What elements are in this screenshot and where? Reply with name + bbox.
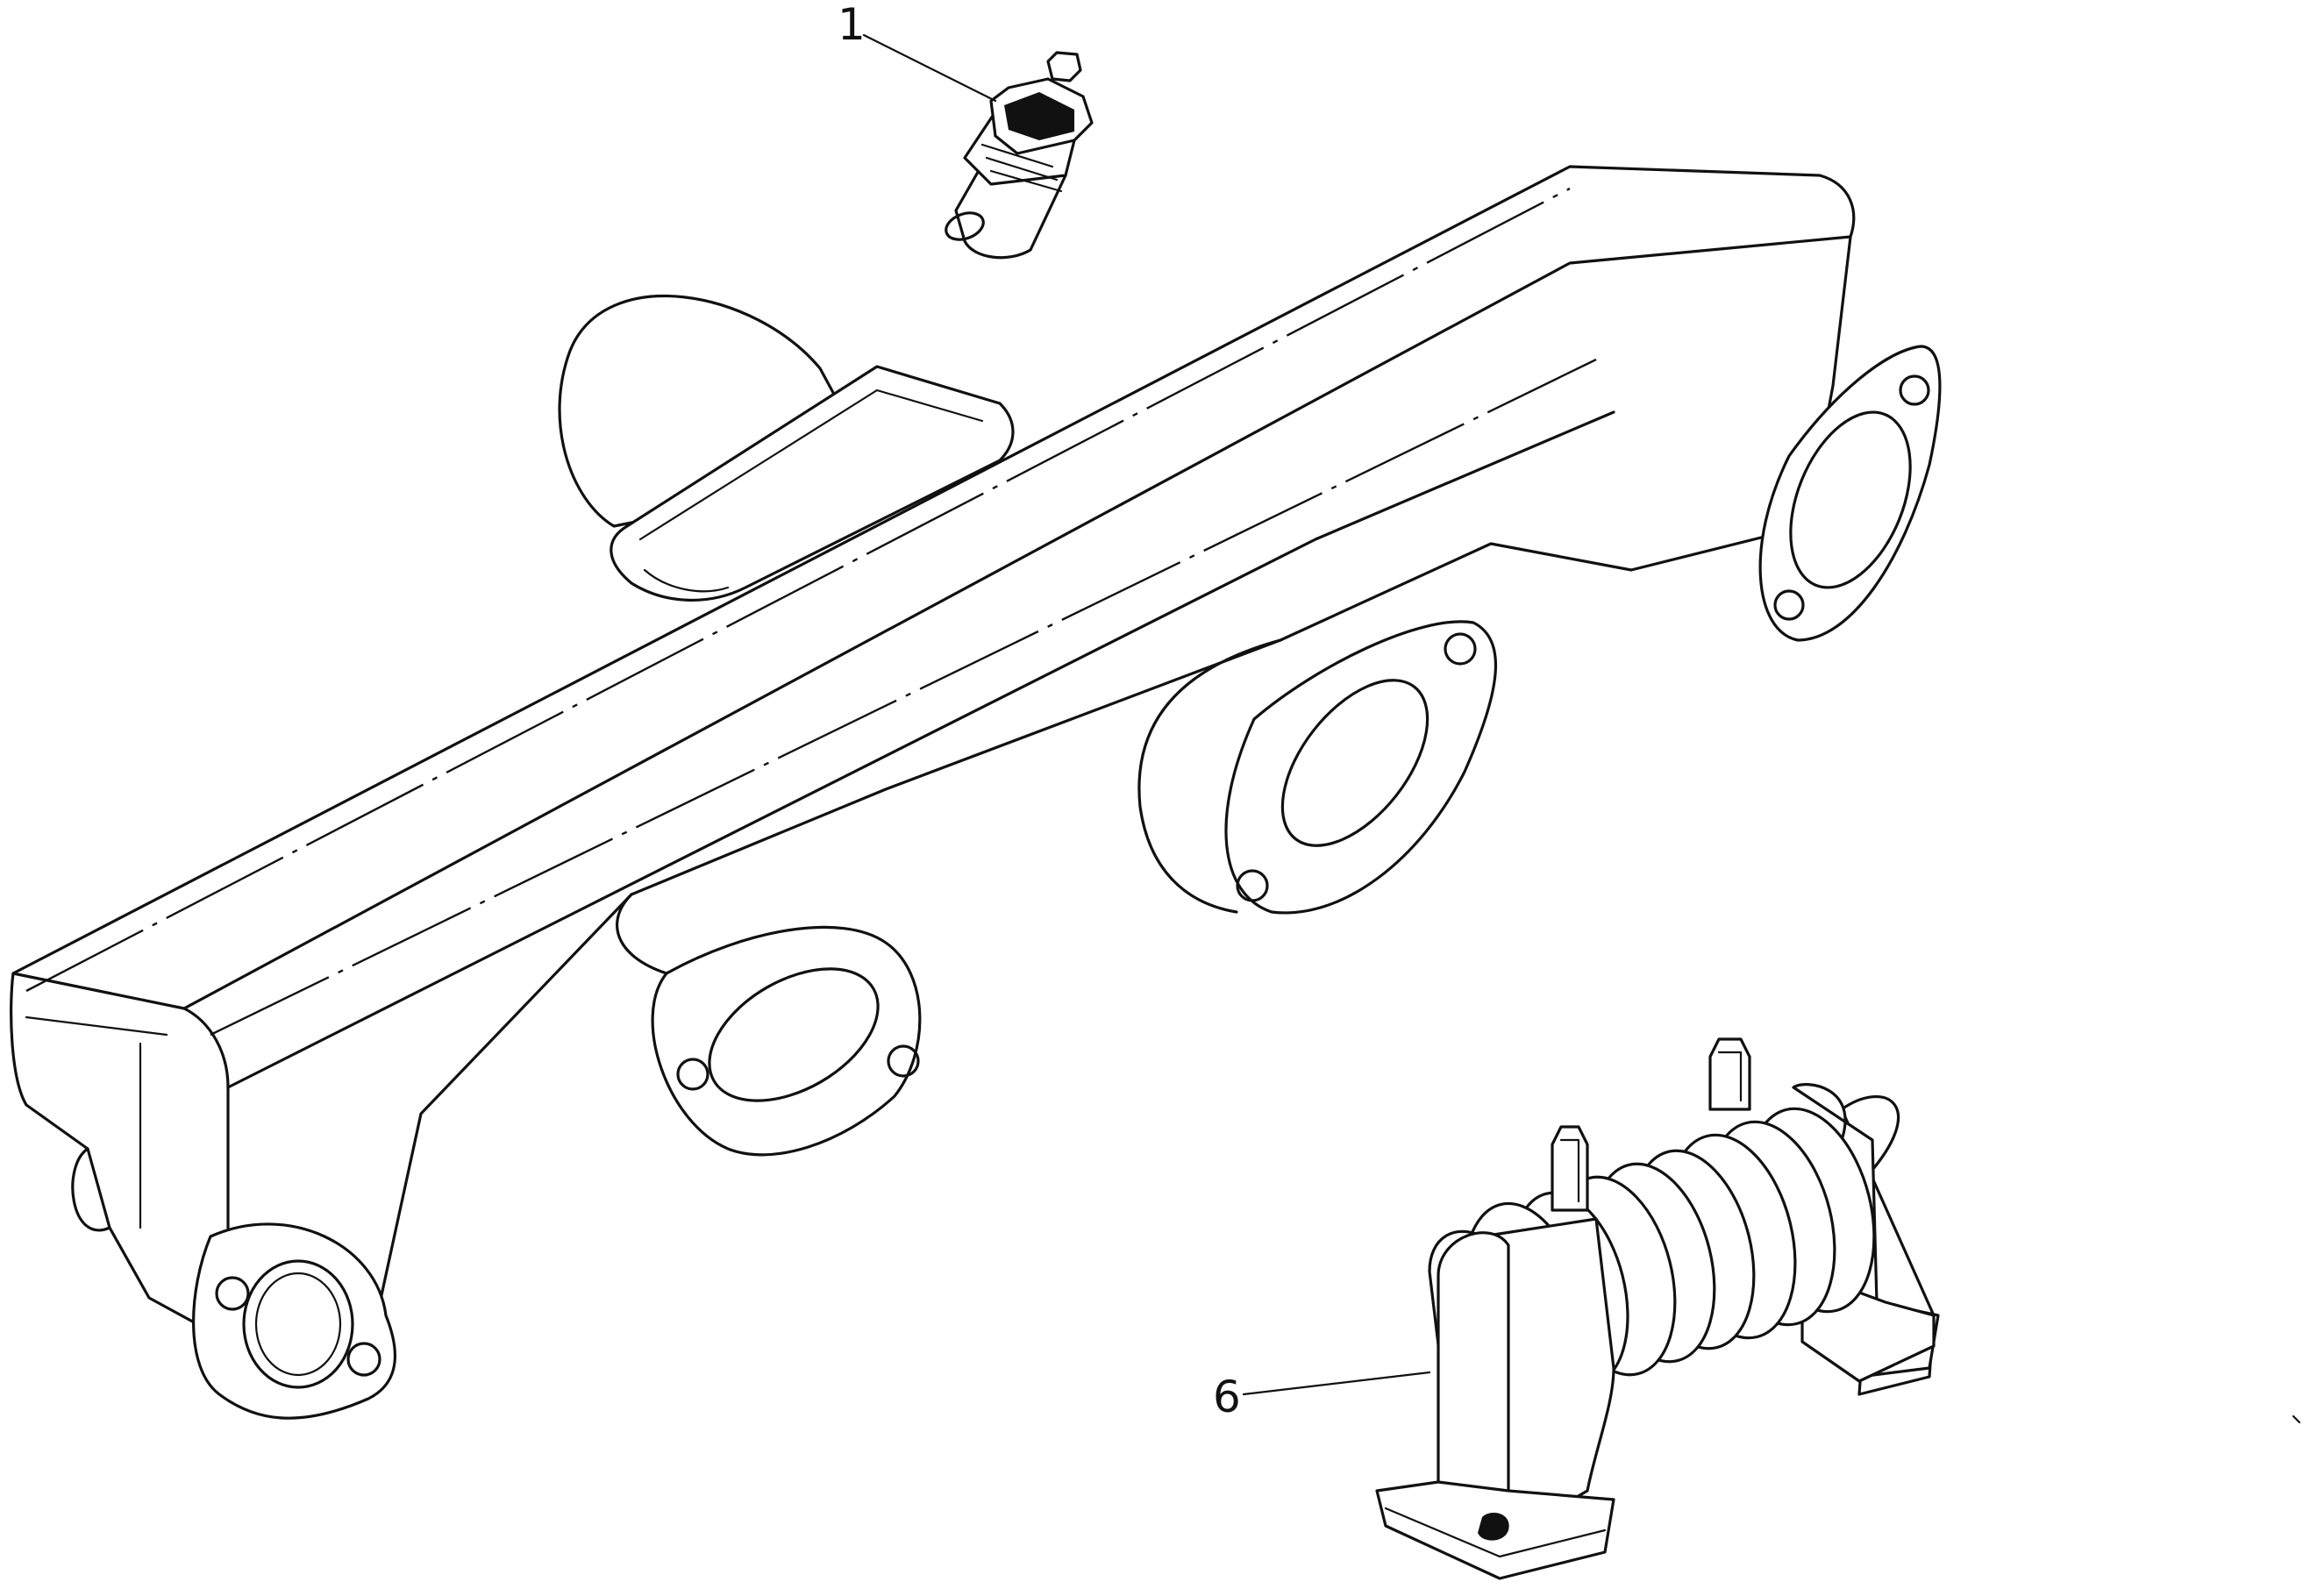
- sensor-tip-end: [945, 211, 985, 241]
- flange-port-3-bolt-hole: [1899, 374, 1930, 406]
- callout-label-1: 1: [838, 0, 866, 50]
- manifold-port-neck-2: [1137, 638, 1282, 914]
- manifold-body: [10, 165, 1856, 1352]
- flange-port-3-port: [1789, 410, 1912, 589]
- manifold-outlet-flange-edge: [638, 388, 984, 593]
- callout-6: 6: [1213, 1371, 1431, 1422]
- flange-end-port-inner: [254, 1272, 342, 1377]
- flange-port-1-bolt-hole: [676, 1058, 709, 1091]
- bellows-front-bracket: [1437, 1231, 1510, 1510]
- scan-mark: [2292, 1414, 2301, 1424]
- bellows-rear-tab: [1708, 1037, 1751, 1111]
- manifold-lower-edge: [226, 410, 1615, 1089]
- flange-end-port: [242, 1259, 354, 1389]
- manifold-front-corner: [182, 1007, 230, 1229]
- leader-line-6: [1242, 1371, 1431, 1396]
- flange-port-2-bolt-hole: [1444, 632, 1477, 666]
- manifold-centerline-upper: [25, 187, 1571, 993]
- bellows-front-foot-slot: [1478, 1513, 1509, 1541]
- callout-1: 1: [838, 0, 997, 103]
- flange-port-2-bolt-hole: [1236, 869, 1269, 902]
- exhaust-manifold: [10, 165, 1942, 1420]
- flange-port-1-bolt-hole: [887, 1044, 920, 1078]
- flange-port-3-bolt-hole: [1773, 589, 1805, 621]
- flange-port-1-plate: [651, 925, 922, 1157]
- flange-port-2: [1224, 620, 1497, 915]
- manifold-centerline-lower: [210, 358, 1597, 1037]
- sensor-terminal: [1046, 51, 1082, 82]
- flange-port-2-port: [1280, 679, 1429, 847]
- callout-label-6: 6: [1213, 1372, 1241, 1422]
- sensor: [945, 51, 1094, 260]
- leader-line-1: [862, 33, 997, 103]
- bellows: [1375, 1037, 1940, 1580]
- manifold-port-neck-1: [616, 893, 668, 975]
- bellows-front-tab-inner: [1559, 1138, 1580, 1203]
- flange-port-1-port: [708, 967, 880, 1102]
- flange-end-bolt-hole: [215, 1276, 250, 1311]
- sensor-hex-shadow: [1004, 92, 1074, 140]
- flange-end-plate: [192, 1222, 396, 1420]
- flange-port-3: [1758, 345, 1942, 642]
- flange-end: [192, 1222, 396, 1420]
- manifold-end-detail: [25, 1015, 168, 1229]
- manifold-top-ridge: [11, 235, 1852, 1010]
- bellows-rear-tab-inner: [1717, 1051, 1743, 1102]
- sensor-thread-rings: [980, 143, 1063, 193]
- flange-end-bolt-hole: [346, 1342, 381, 1377]
- flange-port-1: [651, 925, 922, 1157]
- flange-port-2-plate: [1224, 620, 1497, 915]
- bellows-front-bracket-foot-edge: [1384, 1507, 1607, 1558]
- manifold-end-boss: [71, 1147, 111, 1232]
- manifold-outlet-flange: [610, 365, 1015, 602]
